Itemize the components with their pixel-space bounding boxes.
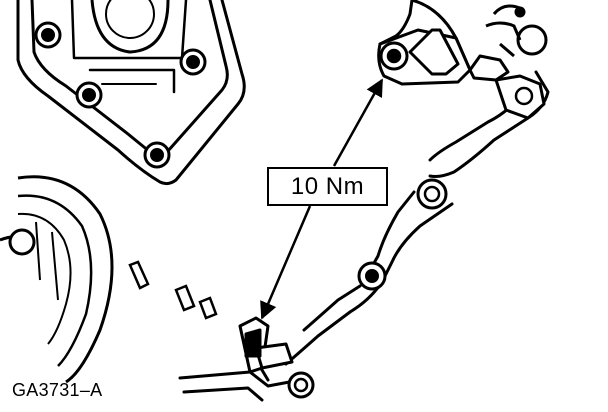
crankshaft-pulley [0, 175, 114, 384]
torque-callout: 10 Nm [267, 167, 388, 206]
top-bracket [377, 28, 510, 86]
figure-id-label: GA3731–A [12, 380, 103, 400]
leader-arrow-lower [260, 205, 312, 320]
cover-slots [128, 260, 218, 320]
bolt-icon [179, 48, 207, 76]
top-right-components [485, 4, 548, 58]
flange-bolts [287, 178, 448, 399]
lower-sensor [238, 316, 294, 374]
bolt-icon [143, 141, 171, 169]
torque-label: 10 Nm [290, 172, 365, 200]
cover-bore-arc [90, 0, 170, 54]
wiring-connector [494, 74, 546, 120]
bolt-icon [75, 81, 103, 109]
bolt-icon [34, 21, 62, 49]
leader-arrow-upper [332, 78, 384, 167]
pulley-hub [8, 228, 36, 256]
bolt-icon [416, 178, 448, 210]
bolt-icon [287, 371, 315, 399]
timing-cover [16, 0, 246, 186]
sensor-bolt [379, 41, 409, 71]
bolt-icon [357, 261, 387, 291]
cover-bore-inner [105, 0, 155, 39]
cover-bolts [34, 21, 207, 169]
